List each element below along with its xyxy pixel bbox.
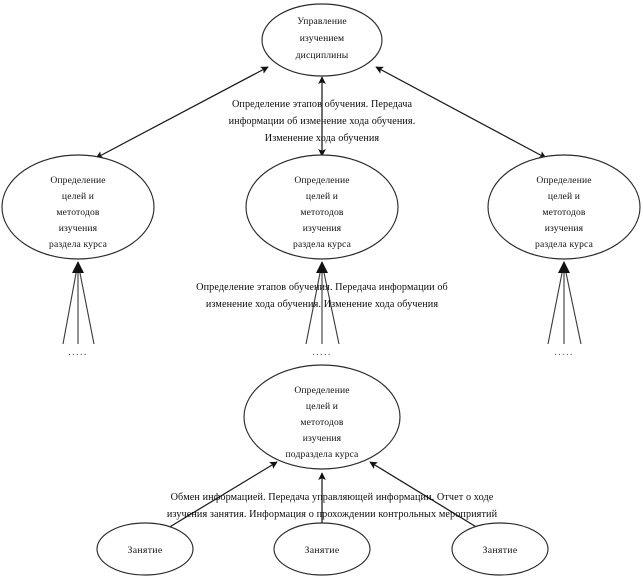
- fan-line: [62, 267, 78, 345]
- node-root-ellipse[interactable]: [261, 3, 383, 77]
- node-root-label-line-1: Управление: [297, 16, 347, 27]
- node-section-right-label-line-4: изучения: [545, 223, 584, 234]
- node-lesson-left-ellipse[interactable]: [96, 522, 194, 576]
- fan-arrowhead: [316, 261, 328, 273]
- node-subsection-label-line-4: изучения: [303, 433, 342, 444]
- node-section-right-label-line-2: целей и: [548, 191, 580, 202]
- edge-label-bottom-line-2: изучения занятия. Информация о прохожден…: [167, 509, 498, 520]
- node-root-label-line-3: дисциплины: [296, 50, 349, 61]
- fan-arrowhead: [558, 261, 570, 273]
- node-subsection-label-line-3: метотодов: [300, 417, 344, 428]
- edge-label-top-line-3: Изменение хода обучения: [265, 133, 380, 144]
- edges-section-to-root: [95, 66, 547, 159]
- node-subsection[interactable]: Определение целей и метотодов изучения п…: [243, 364, 401, 470]
- edge-lesson-left-subsection: [167, 461, 278, 529]
- fan-arrowhead: [72, 261, 84, 273]
- node-subsection-ellipse[interactable]: [243, 364, 401, 470]
- node-lesson-right-label: Занятие: [483, 545, 518, 556]
- edge-label-top-line-2: информации об изменение хода обучения.: [229, 116, 416, 127]
- node-lesson-right-ellipse[interactable]: [451, 522, 549, 576]
- edges-lesson-to-subsection: [167, 461, 479, 529]
- node-root-label-line-2: изучением: [300, 33, 345, 44]
- node-section-right-label-line-3: метотодов: [542, 207, 586, 218]
- node-subsection-label-line-5: подраздела курса: [286, 449, 360, 460]
- node-section-left[interactable]: Определение целей и метотодов изучения р…: [1, 154, 155, 260]
- edge-label-middle-line-2: изменение хода обучения. Изменение хода …: [206, 299, 438, 310]
- node-section-center-label-line-4: изучения: [303, 223, 342, 234]
- node-section-left-ellipse[interactable]: [1, 154, 155, 260]
- fan-line: [78, 267, 95, 345]
- node-lesson-center[interactable]: Занятие: [273, 522, 371, 576]
- node-section-left-label-line-1: Определение: [50, 175, 105, 186]
- node-section-right-label-line-5: раздела курса: [535, 239, 594, 250]
- node-section-left-label-line-5: раздела курса: [49, 239, 108, 250]
- ellipsis-right: .....: [554, 347, 574, 358]
- edge-right-section-root: [375, 66, 547, 159]
- node-lesson-left-label: Занятие: [128, 545, 163, 556]
- fan-line: [322, 267, 340, 345]
- node-section-center[interactable]: Определение целей и метотодов изучения р…: [245, 154, 399, 260]
- edge-lesson-right-subsection: [369, 461, 479, 529]
- node-section-center-label-line-1: Определение: [294, 175, 349, 186]
- fan-line: [305, 267, 322, 345]
- node-section-left-label-line-4: изучения: [59, 223, 98, 234]
- node-section-right[interactable]: Определение целей и метотодов изучения р…: [487, 154, 641, 260]
- node-section-center-label-line-3: метотодов: [300, 207, 344, 218]
- edge-label-middle: Определение этапов обучения. Передача ин…: [196, 282, 448, 310]
- fan-line: [547, 267, 564, 345]
- fan-lines-left-section: [62, 261, 95, 345]
- node-section-left-label-line-2: целей и: [62, 191, 94, 202]
- node-root[interactable]: Управление изучением дисциплины: [261, 3, 383, 77]
- node-lesson-center-ellipse[interactable]: [273, 522, 371, 576]
- ellipsis-markers: ..... ..... .....: [68, 347, 574, 358]
- node-section-left-label-line-3: метотодов: [56, 207, 100, 218]
- fan-line: [564, 267, 582, 345]
- edge-left-section-root: [95, 66, 269, 159]
- node-subsection-label-line-1: Определение: [294, 385, 349, 396]
- node-lesson-right[interactable]: Занятие: [451, 522, 549, 576]
- ellipsis-center: .....: [312, 347, 332, 358]
- node-section-right-ellipse[interactable]: [487, 154, 641, 260]
- node-section-center-label-line-2: целей и: [306, 191, 338, 202]
- node-section-right-label-line-1: Определение: [536, 175, 591, 186]
- fan-lines-right-section: [547, 261, 582, 345]
- edge-label-bottom-line-1: Обмен информацией. Передача управляющей …: [171, 492, 494, 503]
- node-lesson-center-label: Занятие: [305, 545, 340, 556]
- node-section-center-ellipse[interactable]: [245, 154, 399, 260]
- edge-label-top: Определение этапов обучения. Передача ин…: [229, 99, 416, 144]
- node-subsection-label-line-2: целей и: [306, 401, 338, 412]
- node-section-center-label-line-5: раздела курса: [293, 239, 352, 250]
- edge-label-bottom: Обмен информацией. Передача управляющей …: [167, 492, 498, 520]
- fan-lines-center-section: [305, 261, 340, 345]
- ellipsis-left: .....: [68, 347, 88, 358]
- edge-label-top-line-1: Определение этапов обучения. Передача: [232, 99, 413, 110]
- node-lesson-left[interactable]: Занятие: [96, 522, 194, 576]
- edge-label-middle-line-1: Определение этапов обучения. Передача ин…: [196, 282, 448, 293]
